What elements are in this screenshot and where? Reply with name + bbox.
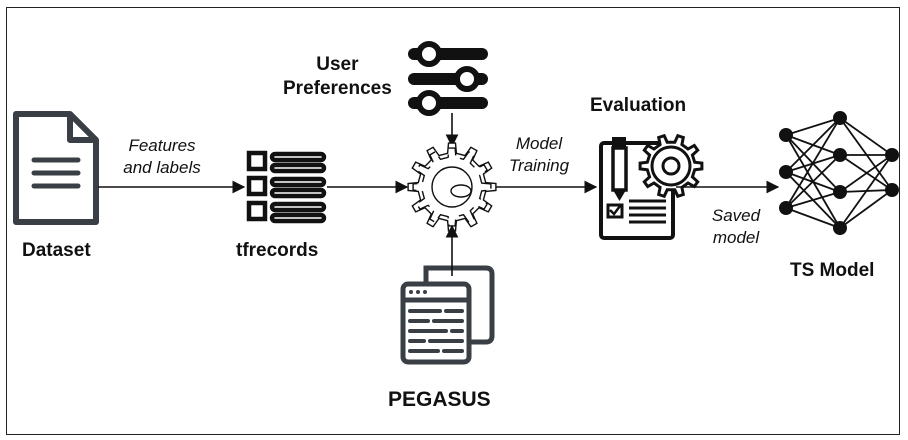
saved-model-edge-label-line1: Saved	[711, 206, 761, 225]
pegasus-label: PEGASUS	[388, 388, 491, 411]
saved-model-edge-label-line2: model	[712, 228, 760, 247]
training-edge-label: Model Training	[498, 133, 580, 177]
features-edge-label-line2: and labels	[123, 158, 201, 177]
window-stack-icon	[400, 265, 495, 365]
features-edge-label: Features and labels	[110, 135, 214, 179]
features-edge-label-line1: Features	[128, 136, 196, 155]
saved-model-edge-label: Saved model	[700, 205, 772, 249]
gear-icon	[407, 142, 497, 232]
user-preferences-label-line2: Preferences	[283, 78, 392, 99]
tfrecords-label: tfrecords	[236, 240, 319, 261]
neural-network-icon	[779, 111, 899, 235]
document-icon	[13, 111, 99, 225]
training-edge-label-line1: Model	[515, 134, 563, 153]
user-preferences-label-line1: User	[316, 54, 359, 75]
evaluation-label: Evaluation	[590, 95, 687, 116]
diagram-frame	[6, 7, 900, 435]
user-preferences-label: User Preferences	[283, 53, 392, 101]
ts-model-label: TS Model	[790, 260, 875, 281]
evaluation-icon	[599, 133, 704, 240]
training-edge-label-line2: Training	[508, 156, 570, 175]
checklist-icon	[246, 150, 327, 224]
dataset-label: Dataset	[22, 240, 91, 261]
sliders-icon	[408, 41, 488, 116]
